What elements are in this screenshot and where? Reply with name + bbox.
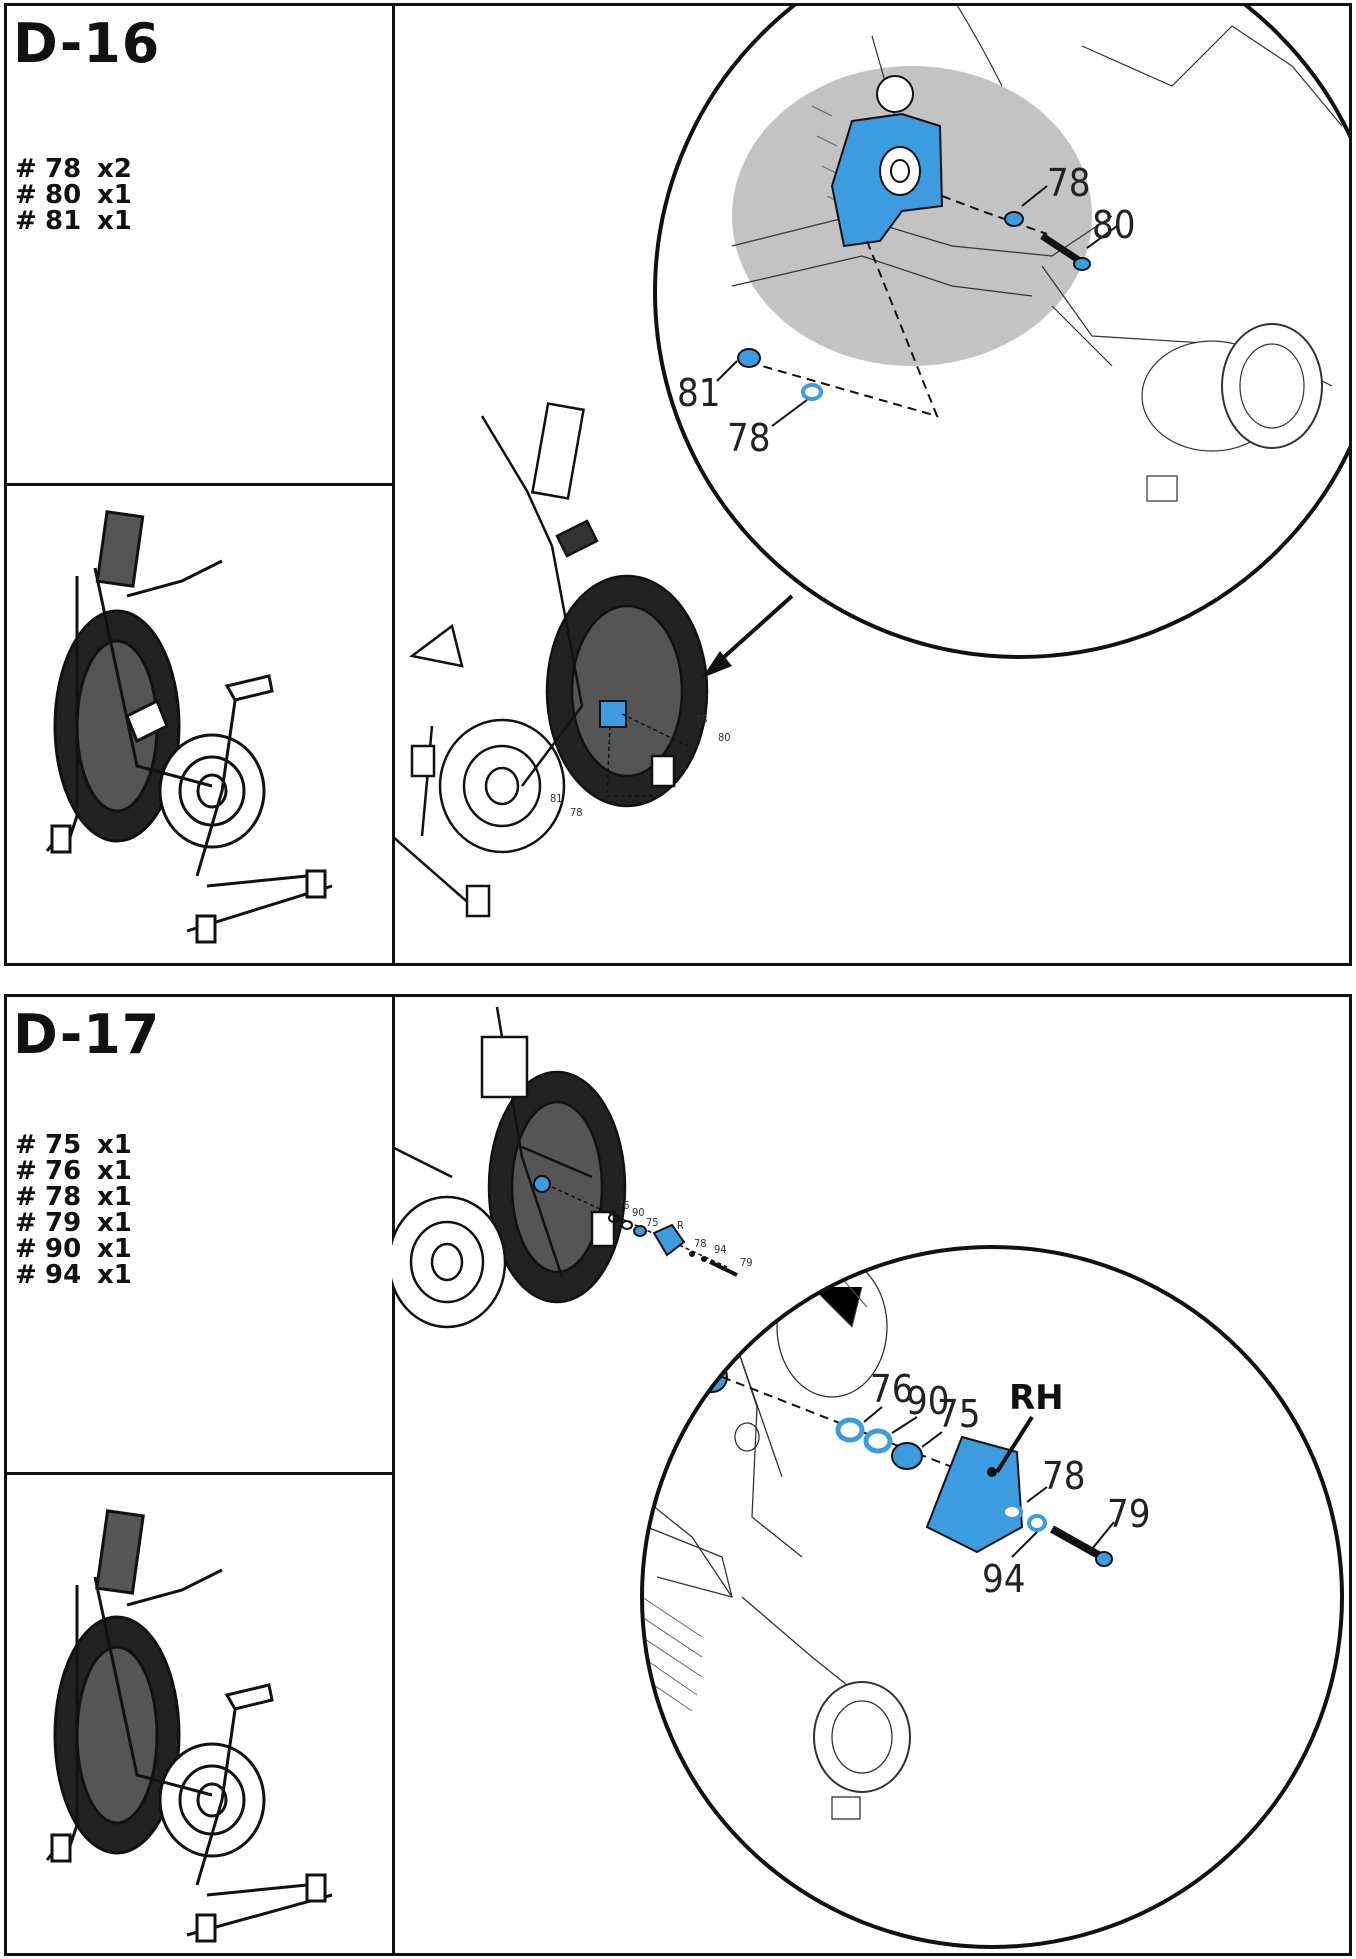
step-d17-illustration: 76 90 75 R 78 94 79: [387, 1006, 1344, 1949]
callout-label: 81: [550, 792, 563, 805]
step-d16-diagram: 78 80 81 78: [391, 0, 1356, 963]
callout-label: 76: [617, 1199, 630, 1212]
step-d16-thumbnail: [7, 483, 395, 963]
callout-75: 75: [937, 1392, 981, 1436]
callout-79: 79: [1107, 1492, 1151, 1536]
callout-94: 94: [982, 1557, 1026, 1601]
step-d17-diagram: 76 90 75 R 78 94 79: [387, 997, 1349, 1953]
callout-label: 78: [695, 713, 708, 726]
callout-label: 75: [646, 1216, 659, 1229]
callout-90: 90: [906, 1379, 950, 1423]
step-d16-illustration: 78 80 81 78: [391, 0, 1356, 918]
callout-label: 78: [570, 806, 583, 819]
callout-81: 81: [677, 371, 721, 415]
callout-78: 78: [1042, 1454, 1086, 1498]
zoom-detail: 78 80 81 78: [655, 0, 1356, 657]
callout-label: 94: [714, 1243, 727, 1256]
step-d17-thumbnail: [7, 1472, 395, 1953]
callout-label: 78: [694, 1237, 707, 1250]
callout-label: 80: [718, 731, 731, 744]
step-title: D-17: [13, 1003, 161, 1066]
callout-76: 76: [870, 1367, 914, 1411]
callout-rh: RH: [1009, 1378, 1064, 1418]
highlight-bracket: [599, 700, 627, 728]
callout-label: R: [677, 1219, 684, 1232]
callout-80: 80: [1092, 203, 1136, 247]
callout-78: 78: [1047, 161, 1091, 205]
callout-label: 79: [740, 1256, 753, 1269]
callout-label: 90: [632, 1206, 645, 1219]
exercise-bike-icon: [45, 510, 333, 944]
callout-78: 78: [727, 416, 771, 460]
arrow-icon: [702, 594, 794, 678]
exercise-bike-icon: [45, 1509, 333, 1943]
zoom-detail: 76 90 75 RH 78 94 79: [642, 1247, 1342, 1947]
step-title: D-16: [13, 12, 161, 75]
